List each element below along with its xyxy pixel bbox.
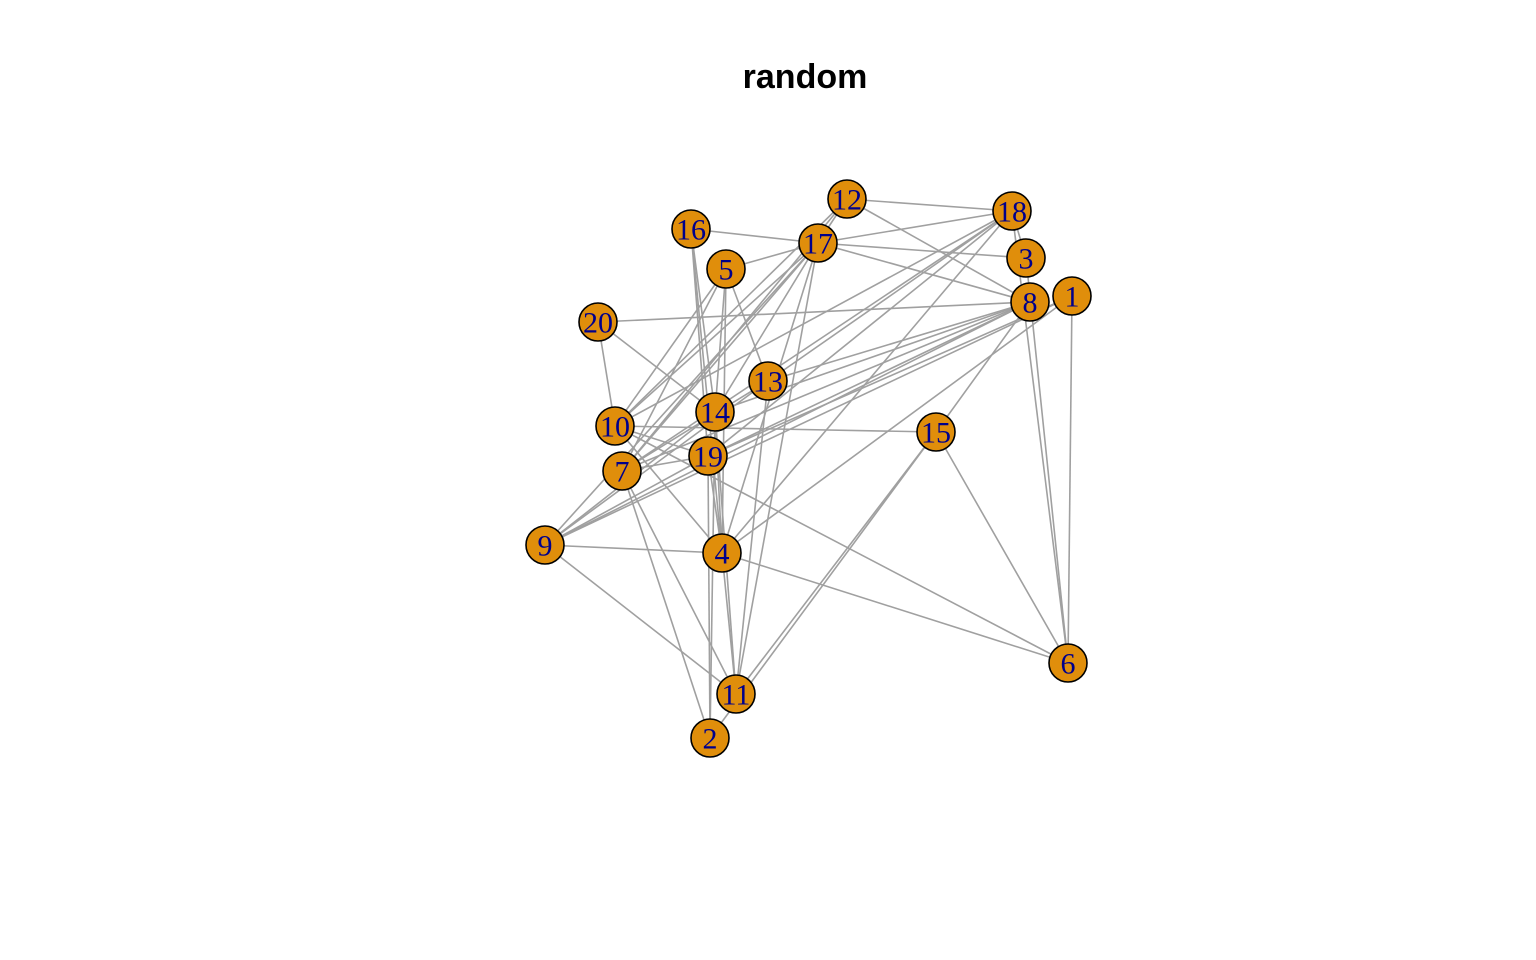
edge-5-10 bbox=[614, 268, 727, 427]
node-17 bbox=[798, 223, 838, 263]
node-6 bbox=[1048, 643, 1088, 683]
edge-20-14 bbox=[597, 321, 716, 413]
edge-17-11 bbox=[735, 242, 819, 695]
node-label: 19 bbox=[693, 441, 723, 474]
node-12 bbox=[827, 179, 867, 219]
node-7 bbox=[602, 451, 642, 491]
edge-8-19 bbox=[707, 301, 1031, 457]
edge-5-14 bbox=[714, 268, 727, 413]
node-3 bbox=[1006, 238, 1046, 278]
edge-18-10 bbox=[614, 210, 1013, 427]
edge-18-6 bbox=[1011, 210, 1069, 664]
edge-17-3 bbox=[817, 242, 1027, 259]
edge-4-6 bbox=[721, 552, 1069, 664]
node-label: 6 bbox=[1061, 648, 1076, 681]
node-10 bbox=[595, 406, 635, 446]
node-label: 9 bbox=[538, 530, 553, 563]
edge-9-4 bbox=[544, 544, 723, 554]
edge-12-18 bbox=[846, 198, 1013, 212]
edge-7-2 bbox=[621, 470, 711, 739]
node-label: 4 bbox=[715, 538, 730, 571]
node-label: 15 bbox=[921, 417, 951, 450]
edges bbox=[544, 198, 1073, 739]
node-label: 8 bbox=[1023, 287, 1038, 320]
edge-8-7 bbox=[621, 301, 1031, 472]
node-label: 20 bbox=[583, 307, 613, 340]
edge-9-11 bbox=[544, 544, 737, 695]
node-8 bbox=[1010, 282, 1050, 322]
edge-18-4 bbox=[721, 210, 1013, 554]
edge-9-19 bbox=[544, 455, 709, 546]
edge-15-10 bbox=[614, 425, 937, 433]
edge-17-10 bbox=[614, 242, 819, 427]
edge-15-6 bbox=[935, 431, 1069, 664]
edge-5-13 bbox=[725, 268, 769, 382]
node-label: 11 bbox=[722, 679, 751, 712]
node-14 bbox=[695, 392, 735, 432]
edge-10-4 bbox=[614, 425, 723, 554]
node-label: 18 bbox=[997, 196, 1027, 229]
nodes bbox=[525, 179, 1092, 758]
edge-13-11 bbox=[735, 380, 769, 695]
node-label: 12 bbox=[832, 184, 862, 217]
edge-17-9 bbox=[544, 242, 819, 546]
edge-13-7 bbox=[621, 380, 769, 472]
node-label: 7 bbox=[615, 456, 630, 489]
edge-5-7 bbox=[621, 268, 727, 472]
node-15 bbox=[916, 412, 956, 452]
node-4 bbox=[702, 533, 742, 573]
node-13 bbox=[748, 361, 788, 401]
plot-title: random bbox=[742, 58, 868, 96]
edge-16-17 bbox=[690, 228, 819, 244]
node-label: 1 bbox=[1065, 281, 1080, 314]
node-label: 3 bbox=[1019, 243, 1034, 276]
node-label: 2 bbox=[703, 723, 718, 756]
edge-8-9 bbox=[544, 301, 1031, 546]
edge-2-19 bbox=[707, 455, 711, 739]
node-5 bbox=[706, 249, 746, 289]
edge-17-14 bbox=[714, 242, 819, 413]
node-label: 17 bbox=[803, 228, 833, 261]
node-11 bbox=[716, 674, 756, 714]
edge-18-13 bbox=[767, 210, 1013, 382]
edge-15-11 bbox=[735, 431, 937, 695]
edge-16-14 bbox=[690, 228, 716, 413]
edge-1-4 bbox=[721, 295, 1073, 554]
edge-7-11 bbox=[621, 470, 737, 695]
edge-20-8 bbox=[597, 301, 1031, 323]
node-label: 14 bbox=[700, 397, 730, 430]
node-16 bbox=[671, 209, 711, 249]
edge-17-18 bbox=[817, 210, 1013, 244]
node-1 bbox=[1052, 276, 1092, 316]
node-20 bbox=[578, 302, 618, 342]
node-label: 16 bbox=[676, 214, 706, 247]
node-9 bbox=[525, 525, 565, 565]
edge-8-13 bbox=[767, 301, 1031, 382]
node-label: 13 bbox=[753, 366, 783, 399]
node-label: 5 bbox=[719, 254, 734, 287]
edge-1-6 bbox=[1067, 295, 1073, 664]
node-19 bbox=[688, 436, 728, 476]
node-18 bbox=[992, 191, 1032, 231]
node-2 bbox=[690, 718, 730, 758]
edge-16-4 bbox=[690, 228, 723, 554]
node-label: 10 bbox=[600, 411, 630, 444]
